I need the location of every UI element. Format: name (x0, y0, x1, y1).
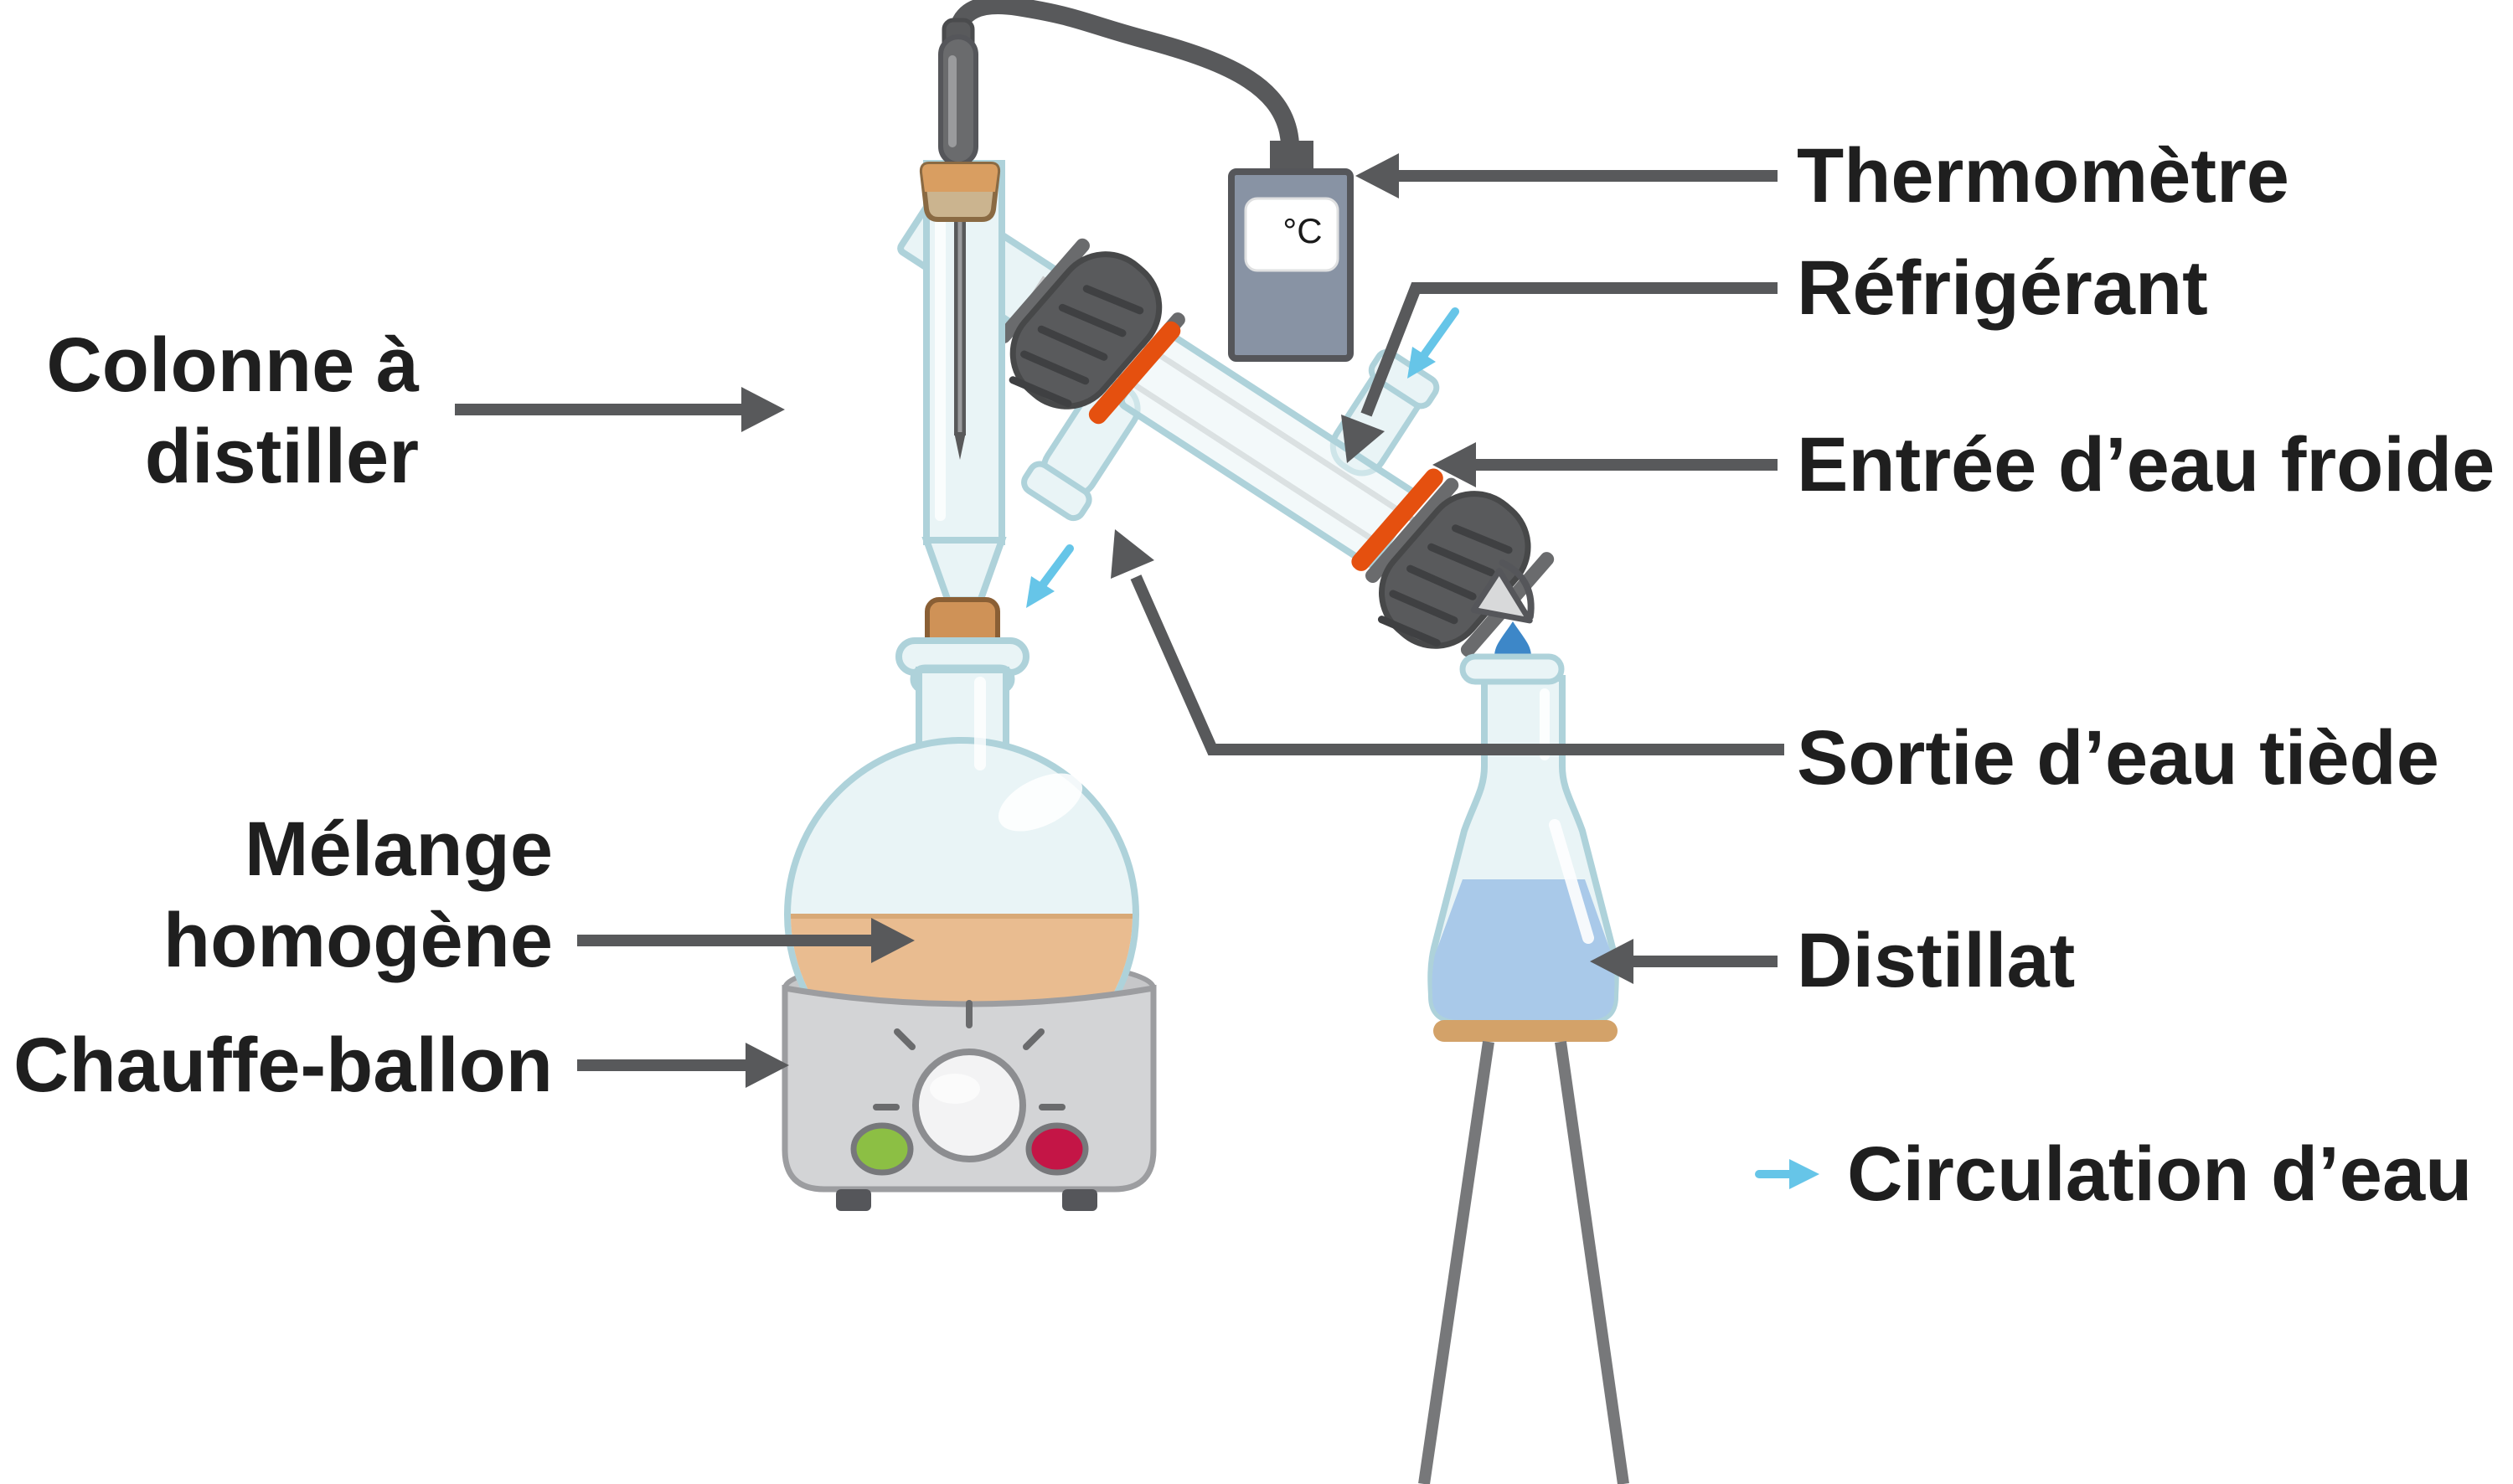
heating-mantle (782, 984, 1157, 1211)
thermometer-unit (1228, 141, 1354, 362)
mantle-power-on-button[interactable] (850, 1122, 914, 1176)
erlenmeyer-rim (1459, 653, 1565, 685)
label-distillat: Distillat (1797, 918, 2076, 1003)
distillate-liquid (1432, 879, 1615, 1020)
warm-water-out-arrow (1039, 544, 1074, 589)
condenser-joint-upper (996, 238, 1185, 425)
thermometer-unit-reading: °C (1282, 211, 1323, 250)
label-leaders (455, 153, 1784, 1088)
water-flow-arrows (1026, 307, 1819, 1189)
thermometer-screen (1244, 197, 1339, 272)
mantle-foot-right (1062, 1189, 1097, 1211)
mantle-power-off-button[interactable] (1025, 1122, 1089, 1176)
joint-seal-lower (1351, 468, 1443, 571)
legend-circulation-eau: Circulation d’eau (1847, 1131, 2473, 1217)
label-refrigerant: Réfrigérant (1797, 245, 2208, 331)
label-colonne-line2: distiller (144, 414, 419, 499)
mantle-knob[interactable] (912, 1049, 1026, 1162)
erlenmeyer-flask (1427, 653, 1619, 1024)
mantle-dial-ticks (873, 1000, 1066, 1110)
thermometer-cable (947, 0, 1299, 153)
condenser-joint-lower (1351, 468, 1555, 657)
label-sortie-eau-tiede: Sortie d’eau tiède (1797, 715, 2439, 801)
label-colonne-a-distiller: Colonne à distiller (46, 320, 419, 502)
thermometer-probe-needle (954, 216, 966, 460)
sortie-arrow (1130, 575, 1784, 755)
label-thermometre: Thermomètre (1797, 133, 2289, 219)
label-colonne-line1: Colonne à (46, 322, 419, 408)
mantle-foot-left (836, 1189, 871, 1211)
refrigerant-arrow (1360, 282, 1778, 417)
tripod-stand (1418, 1020, 1629, 1484)
column-cork (919, 162, 1001, 222)
label-melange-line2: homogène (163, 898, 553, 983)
label-melange-line1: Mélange (244, 806, 553, 892)
label-melange-homogene: Mélange homogène (163, 804, 553, 987)
label-entree-eau-froide: Entrée d’eau froide (1797, 422, 2495, 508)
label-chauffe-ballon: Chauffe-ballon (13, 1023, 553, 1108)
thermometer-probe (938, 18, 978, 179)
cold-water-in-arrow (1420, 307, 1459, 359)
joint-seal-upper (1088, 321, 1181, 425)
condenser-drip-tip (1470, 559, 1535, 624)
cork-pad (1433, 1020, 1618, 1042)
